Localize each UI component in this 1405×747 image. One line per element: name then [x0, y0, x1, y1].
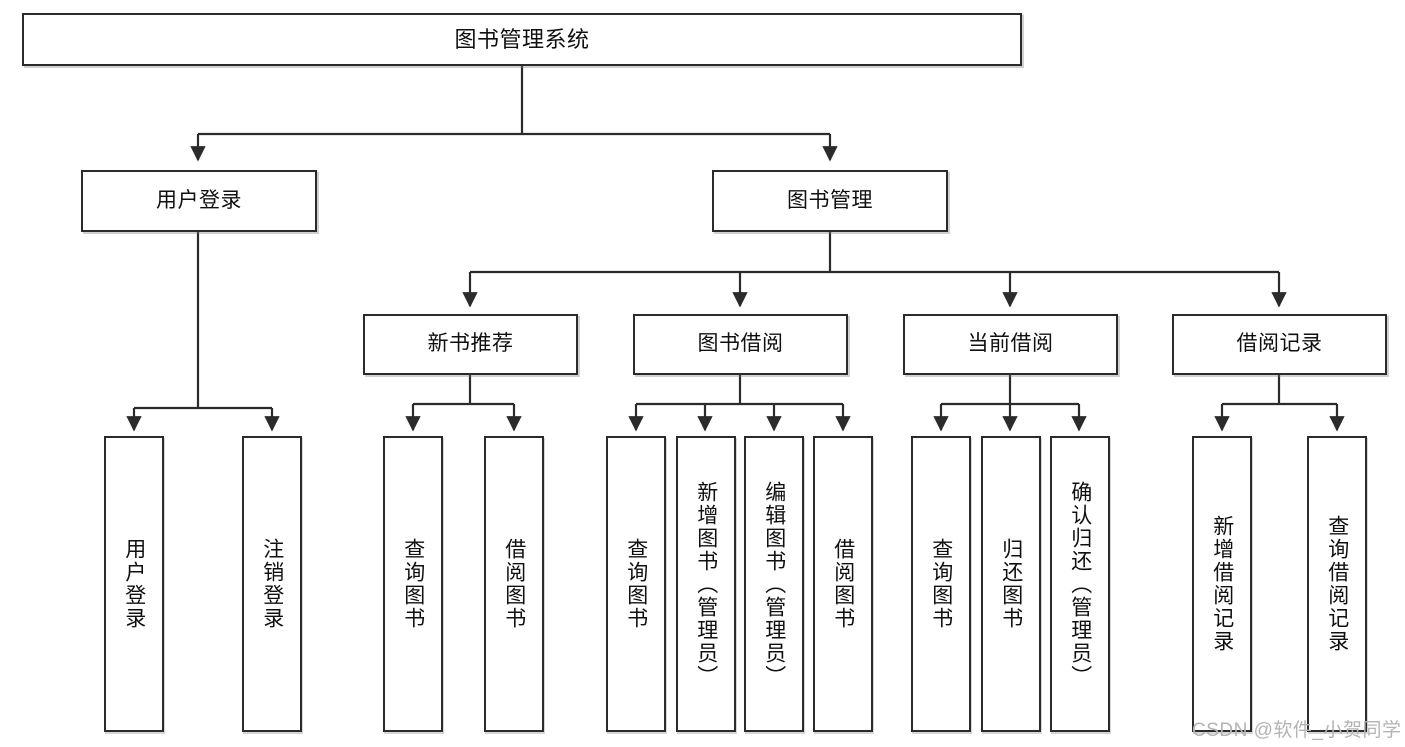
node-label: 当前借阅 [967, 332, 1054, 356]
node-label: 新书推荐 [427, 332, 514, 356]
node-leaf-borrow-edit-book-admin[interactable]: 编辑图书（管理员） [744, 436, 804, 732]
node-label: 编辑图书（管理员） [762, 480, 786, 688]
node-leaf-logout[interactable]: 注销登录 [242, 436, 302, 732]
node-leaf-user-login[interactable]: 用户登录 [104, 436, 164, 732]
node-label: 新增借阅记录 [1210, 515, 1234, 653]
node-label: 查询图书 [929, 538, 953, 630]
node-leaf-recommend-query-book[interactable]: 查询图书 [383, 436, 443, 732]
node-book-borrow[interactable]: 图书借阅 [633, 314, 848, 375]
node-current-borrow[interactable]: 当前借阅 [903, 314, 1118, 375]
node-book-manage[interactable]: 图书管理 [712, 170, 948, 232]
node-label: 借阅记录 [1236, 332, 1323, 356]
node-label: 查询借阅记录 [1325, 515, 1349, 653]
node-leaf-record-add[interactable]: 新增借阅记录 [1192, 436, 1252, 732]
node-label: 借阅图书 [831, 538, 855, 630]
node-leaf-recommend-borrow-book[interactable]: 借阅图书 [484, 436, 544, 732]
node-label: 图书管理 [787, 188, 873, 212]
node-leaf-current-query-book[interactable]: 查询图书 [911, 436, 971, 732]
node-label: 查询图书 [401, 538, 425, 630]
node-new-book-recommend[interactable]: 新书推荐 [363, 314, 578, 375]
node-label: 注销登录 [260, 538, 284, 630]
watermark: CSDN @软件_小贺同学 [1192, 720, 1402, 741]
node-leaf-current-confirm-return-admin[interactable]: 确认归还（管理员） [1050, 436, 1110, 732]
node-root-system[interactable]: 图书管理系统 [22, 13, 1022, 66]
node-label: 用户登录 [156, 188, 242, 212]
node-user-login[interactable]: 用户登录 [81, 170, 317, 232]
node-leaf-borrow-borrow-book[interactable]: 借阅图书 [813, 436, 873, 732]
node-leaf-current-return-book[interactable]: 归还图书 [981, 436, 1041, 732]
node-label: 用户登录 [122, 538, 146, 630]
node-label: 图书借阅 [697, 332, 784, 356]
node-leaf-borrow-add-book-admin[interactable]: 新增图书（管理员） [676, 436, 736, 732]
node-label: 确认归还（管理员） [1068, 480, 1092, 688]
node-leaf-record-query[interactable]: 查询借阅记录 [1307, 436, 1367, 732]
node-label: 归还图书 [999, 538, 1023, 630]
node-label: 查询图书 [624, 538, 648, 630]
node-label: 图书管理系统 [454, 26, 590, 52]
node-label: 新增图书（管理员） [694, 480, 718, 688]
node-leaf-borrow-query-book[interactable]: 查询图书 [606, 436, 666, 732]
node-label: 借阅图书 [502, 538, 526, 630]
node-borrow-record[interactable]: 借阅记录 [1172, 314, 1387, 375]
